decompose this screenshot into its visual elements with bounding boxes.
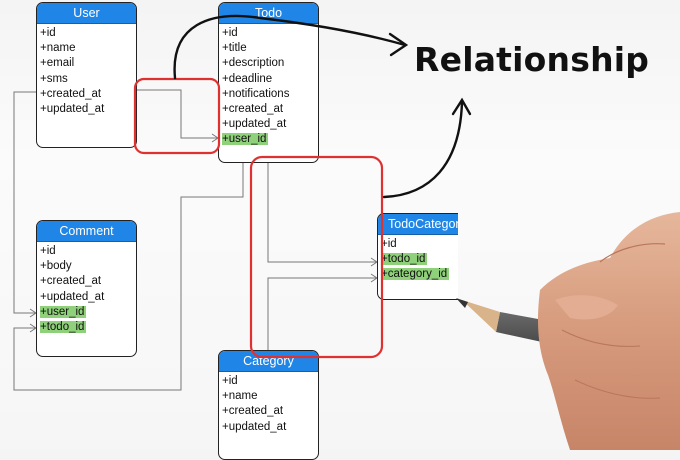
entity-field: +todo_id bbox=[381, 252, 458, 267]
entity-user[interactable]: User +id +name +email +sms +created_at +updat… bbox=[36, 2, 137, 148]
entity-field: +created_at bbox=[40, 87, 136, 102]
entity-field-label: +created_at bbox=[222, 405, 284, 418]
entity-field-label: +user_id bbox=[40, 305, 87, 318]
entity-field-label: +id bbox=[40, 27, 56, 39]
connector-user-todo bbox=[136, 89, 218, 139]
entity-field-label: +todo_id bbox=[40, 320, 87, 333]
entity-field: +name bbox=[40, 41, 136, 56]
entity-field: +id bbox=[381, 237, 458, 252]
entity-field: +notifications bbox=[222, 87, 318, 102]
relationship-label: Relationship bbox=[414, 40, 650, 79]
entity-field-label: +todo_id bbox=[381, 253, 428, 266]
entity-field: +id bbox=[222, 374, 318, 389]
entity-field: +updated_at bbox=[222, 117, 318, 132]
entity-comment-fields: +id +body +created_at +updated_at +user_id +t… bbox=[37, 242, 136, 335]
entity-field-label: +created_at bbox=[40, 275, 102, 288]
entity-field-label: +updated_at bbox=[222, 420, 287, 433]
entity-field-label: +user_id bbox=[222, 133, 269, 146]
entity-field-label: +notifications bbox=[222, 87, 290, 100]
entity-user-fields: +id +name +email +sms +created_at +updated_at bbox=[37, 24, 136, 117]
entity-todo-category[interactable]: TodoCategory +id +todo_id +category_id bbox=[377, 213, 458, 300]
entity-field-label: +email bbox=[40, 57, 75, 70]
highlight-box-user-todo bbox=[133, 77, 221, 155]
entity-field: +user_id bbox=[222, 132, 318, 147]
entity-todo[interactable]: Todo +id +title +description +deadline +noti… bbox=[218, 2, 319, 163]
entity-field-label: +title bbox=[222, 42, 247, 55]
entity-field: +updated_at bbox=[40, 102, 136, 117]
entity-comment[interactable]: Comment +id +body +created_at +updated_at +u… bbox=[36, 220, 137, 357]
entity-field: +id bbox=[40, 26, 136, 41]
entity-field: +updated_at bbox=[40, 290, 136, 305]
entity-field: +body bbox=[40, 259, 136, 274]
entity-todo-category-fields: +id +todo_id +category_id bbox=[378, 235, 458, 283]
entity-field-label: +updated_at bbox=[40, 290, 105, 303]
entity-field: +name bbox=[222, 389, 318, 404]
entity-field: +created_at bbox=[222, 102, 318, 117]
entity-category-title: Category bbox=[219, 351, 318, 372]
connector-todo-todocategory bbox=[267, 162, 377, 263]
entity-field-label: +description bbox=[222, 57, 285, 70]
entity-field: +user_id bbox=[40, 305, 136, 320]
entity-field-label: +id bbox=[40, 245, 56, 257]
entity-field-label: +name bbox=[222, 390, 258, 403]
entity-field: +email bbox=[40, 56, 136, 71]
entity-field-label: +id bbox=[222, 375, 238, 387]
entity-field: +category_id bbox=[381, 267, 458, 282]
entity-category-fields: +id +name +created_at +updated_at bbox=[219, 372, 318, 435]
highlight-box-todo-category bbox=[249, 155, 384, 359]
connector-user-comment bbox=[13, 91, 36, 314]
entity-field: +created_at bbox=[40, 274, 136, 289]
entity-category[interactable]: Category +id +name +created_at +updated_at bbox=[218, 350, 319, 460]
entity-field: +id bbox=[222, 26, 318, 41]
entity-user-title: User bbox=[37, 3, 136, 24]
connector-category-todocategory bbox=[267, 277, 377, 350]
entity-todo-title: Todo bbox=[219, 3, 318, 24]
entity-comment-title: Comment bbox=[37, 221, 136, 242]
entity-field: +id bbox=[40, 244, 136, 259]
entity-field-label: +updated_at bbox=[40, 102, 105, 115]
entity-field: +updated_at bbox=[222, 420, 318, 435]
arrow-right bbox=[382, 100, 464, 199]
entity-todo-fields: +id +title +description +deadline +notificat… bbox=[219, 24, 318, 148]
entity-field-label: +sms bbox=[40, 72, 68, 85]
entity-field-label: +created_at bbox=[222, 102, 284, 115]
entity-field-label: +body bbox=[40, 260, 72, 273]
entity-todo-category-title: TodoCategory bbox=[378, 214, 458, 235]
er-diagram-canvas: User +id +name +email +sms +created_at +updat… bbox=[13, 2, 680, 460]
entity-field-label: +id bbox=[222, 27, 238, 39]
entity-field: +description bbox=[222, 56, 318, 71]
entity-field-label: +deadline bbox=[222, 72, 273, 85]
entity-field: +todo_id bbox=[40, 320, 136, 335]
entity-field-label: +id bbox=[381, 238, 397, 250]
entity-field: +sms bbox=[40, 72, 136, 87]
entity-field-label: +name bbox=[40, 42, 76, 55]
entity-field-label: +category_id bbox=[381, 268, 450, 281]
entity-field: +deadline bbox=[222, 72, 318, 87]
entity-field: +created_at bbox=[222, 404, 318, 419]
entity-field: +title bbox=[222, 41, 318, 56]
entity-field-label: +updated_at bbox=[222, 118, 287, 131]
entity-field-label: +created_at bbox=[40, 87, 102, 100]
